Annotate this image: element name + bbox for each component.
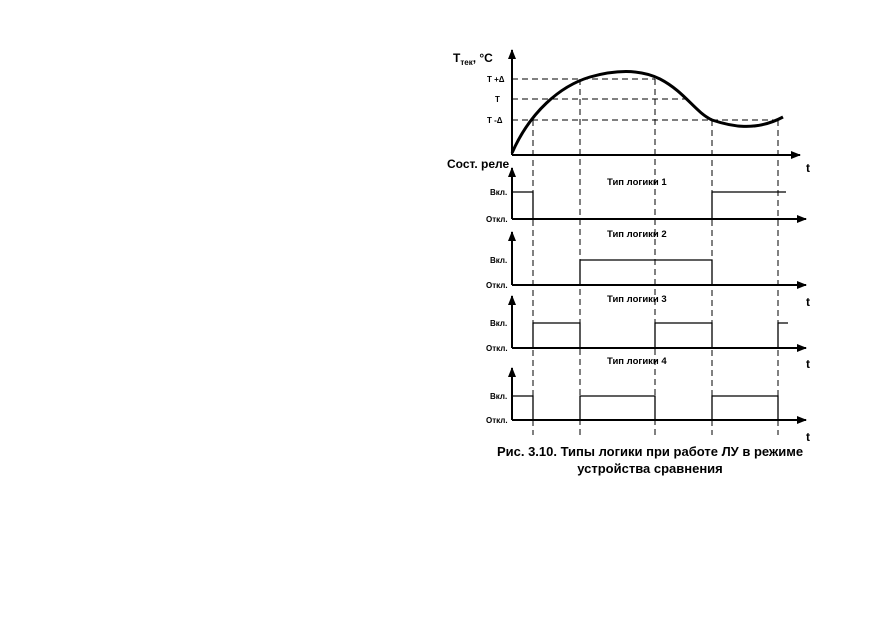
- relay-on-pulse: [512, 395, 534, 420]
- temp-axis-label: Tтек, °C: [453, 51, 493, 67]
- level-label-upper: T +Δ: [487, 75, 505, 84]
- relay-on-pulse: [711, 191, 786, 219]
- relay-on-pulse: [532, 322, 581, 348]
- time-label: t: [806, 295, 810, 309]
- time-label: t: [806, 357, 810, 371]
- relay-on-pulse: [579, 395, 656, 420]
- on-level-label: Вкл.: [490, 256, 507, 265]
- on-level-label: Вкл.: [490, 319, 507, 328]
- relay-on-pulse: [654, 322, 713, 348]
- temperature-curve: [510, 70, 784, 154]
- relay-state-label: Сост. реле: [447, 157, 509, 171]
- relay-on-pulse: [777, 322, 788, 348]
- relay-on-pulse: [579, 259, 713, 285]
- relay-on-pulse: [512, 191, 534, 219]
- logic-type-title: Тип логики 2: [607, 229, 667, 240]
- on-level-label: Вкл.: [490, 188, 507, 197]
- logic-type-title: Тип логики 4: [607, 356, 667, 367]
- caption-line-1: Рис. 3.10. Типы логики при работе ЛУ в р…: [496, 444, 804, 459]
- off-level-label: Откл.: [486, 215, 508, 224]
- logic-type-title: Тип логики 1: [607, 177, 667, 188]
- off-level-label: Откл.: [486, 344, 508, 353]
- relay-panels: Тип логики 1 Вкл. Откл. Тип логики 2 Вкл. Отк…: [486, 167, 810, 444]
- logic-type-title: Тип логики 3: [607, 294, 667, 305]
- level-label-lower: T -Δ: [487, 116, 503, 125]
- caption-line-2: устройства сравнения: [577, 461, 723, 476]
- on-level-label: Вкл.: [490, 392, 507, 401]
- relay-on-pulse: [711, 395, 779, 420]
- time-label: t: [806, 161, 810, 175]
- off-level-label: Откл.: [486, 416, 508, 425]
- time-label: t: [806, 430, 810, 444]
- figure-caption: Рис. 3.10. Типы логики при работе ЛУ в р…: [470, 443, 830, 477]
- off-level-label: Откл.: [486, 281, 508, 290]
- level-label-setpoint: T: [495, 95, 500, 104]
